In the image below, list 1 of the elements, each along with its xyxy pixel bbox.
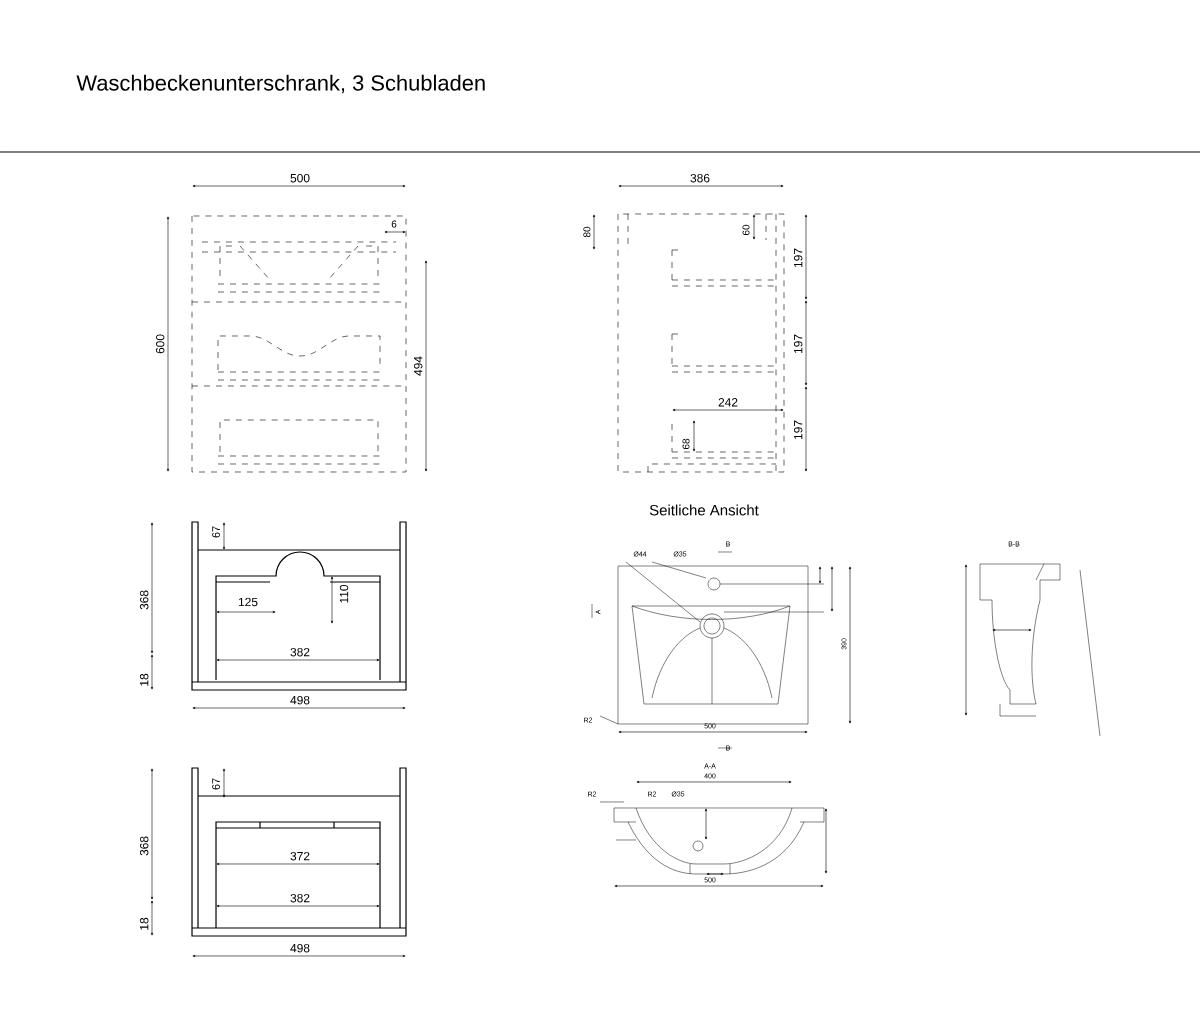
title: Waschbeckenunterschrank, 3 Schubladen: [76, 74, 485, 94]
